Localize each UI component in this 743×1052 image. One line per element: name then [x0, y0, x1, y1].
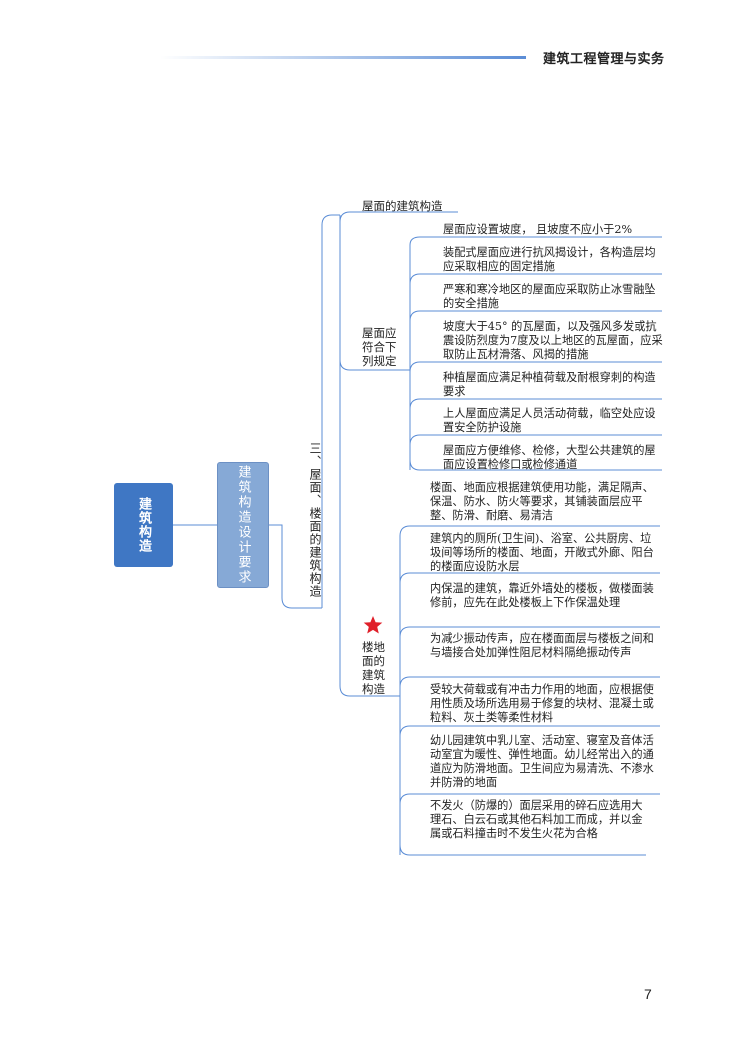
roof-group-label: 屋面应符合下列规定 — [362, 326, 397, 368]
floor-item: 内保温的建筑，靠近外墙处的楼板，做楼面装修前，应先在此处楼板上下作保温处理 — [430, 582, 654, 609]
roof-item: 装配式屋面应进行抗风揭设计，各构造层均应采取相应的固定措施 — [443, 246, 656, 273]
floor-group-label: 楼地面的建筑构造 — [362, 640, 385, 696]
floor-item: 楼面、地面应根据建筑使用功能，满足隔声、保温、防水、防火等要求，其铺装面层应平整… — [430, 481, 654, 522]
header-title: 建筑工程管理与实务 — [543, 52, 665, 67]
roof-item: 屋面应设置坡度， 且坡度不应小于2% — [443, 223, 633, 236]
roof-item: 严寒和寒冷地区的屋面应采取防止冰雪融坠的安全措施 — [443, 283, 656, 310]
floor-item: 为减少振动传声，应在楼面面层与楼板之间和与墙接合处加弹性阻尼材料隔绝振动传声 — [430, 632, 654, 659]
roof-heading: 屋面的建筑构造 — [362, 199, 443, 213]
floor-item: 幼儿园建筑中乳儿室、活动室、寝室及音体活动室宜为暖性、弹性地面。幼儿经常出入的通… — [430, 734, 654, 789]
floor-item: 不发火（防爆的）面层采用的碎石应选用大理石、白云石或其他石料加工而成，并以金属或… — [430, 799, 643, 840]
roof-item: 屋面应方便维修、检修，大型公共建筑的屋面应设置检修口或检修通道 — [443, 444, 656, 471]
mindmap-root-node: 建筑构造 — [114, 483, 173, 567]
mindmap-level1-node: 建筑构造设计要求 — [217, 462, 269, 588]
mindmap-level2-node: 三、屋面、楼面的建筑构造 — [308, 442, 322, 598]
roof-item: 种植屋面应满足种植荷载及耐根穿刺的构造要求 — [443, 371, 656, 398]
floor-item: 受较大荷载或有冲击力作用的地面，应根据使用性质及场所选用易于修复的块材、混凝土或… — [430, 683, 654, 724]
roof-item: 上人屋面应满足人员活动荷载，临空处应设置安全防护设施 — [443, 407, 656, 434]
floor-item: 建筑内的厕所(卫生间)、浴室、公共厨房、垃圾间等场所的楼面、地面，开敞式外廊、阳… — [430, 532, 654, 573]
star-icon — [363, 616, 383, 634]
roof-item: 坡度大于45° 的瓦屋面，以及强风多发或抗震设防烈度为7度及以上地区的瓦屋面，应… — [443, 320, 663, 361]
header-rule — [160, 56, 526, 59]
page-number: 7 — [644, 986, 652, 1002]
